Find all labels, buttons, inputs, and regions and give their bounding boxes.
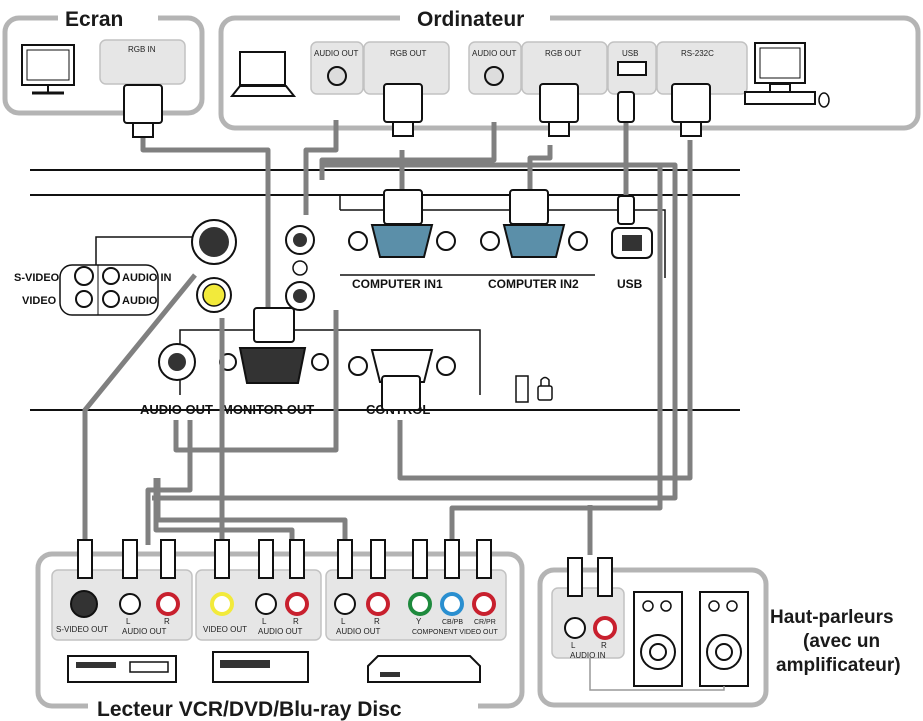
speaker-left-icon <box>633 591 683 687</box>
bluray-audio-out-label: AUDIO OUT <box>336 627 381 636</box>
monitor-out-label: MONITOR OUT <box>222 402 314 417</box>
dvd-icon <box>212 651 309 683</box>
audio-in-top-label: AUDIO IN <box>122 272 172 284</box>
computer-in1-label: COMPUTER IN1 <box>352 277 443 291</box>
speaker-right-icon <box>699 591 749 687</box>
vga-plug-desktop <box>539 83 579 137</box>
control-port <box>348 349 456 383</box>
kensington-lock-icon <box>515 375 553 403</box>
speakers-title-2: (avec un <box>803 631 880 652</box>
audio-out-label: AUDIO OUT <box>140 402 213 417</box>
bluray-cr-label: CR/PR <box>474 619 496 626</box>
rca-plugs <box>77 539 613 597</box>
desktop-rgb-out-label: RGB OUT <box>545 49 582 58</box>
bluray-cb-label: CB/PB <box>442 619 463 626</box>
speakers-title-1: Haut-parleurs <box>770 607 894 628</box>
bluray-y-label: Y <box>416 617 422 626</box>
laptop-audio-out-label: AUDIO OUT <box>314 49 359 58</box>
lecteur-title: Lecteur VCR/DVD/Blu-ray Disc <box>97 698 402 721</box>
speakers-r-label: R <box>601 641 607 650</box>
vcr-svideo-out-port <box>70 590 98 618</box>
svideo-label: S-VIDEO <box>14 272 60 284</box>
vga-plug-monitor-out <box>253 307 295 343</box>
rs232c-plug-control <box>381 375 421 411</box>
dvd-audio-out-label: AUDIO OUT <box>258 627 303 636</box>
desktop-pc-icon <box>744 42 830 108</box>
computer-in1-port <box>348 224 456 258</box>
bluray-component-label: COMPONENT VIDEO OUT <box>412 629 499 636</box>
rs232c-plug <box>671 83 711 137</box>
vga-plug-ecran <box>123 84 163 138</box>
cables <box>82 120 693 555</box>
desktop-audio-out-label: AUDIO OUT <box>472 49 517 58</box>
vcr-audio-out-label: AUDIO OUT <box>122 627 167 636</box>
video-label: VIDEO <box>22 295 57 307</box>
speakers-audio-in-label: AUDIO IN <box>570 651 606 660</box>
speakers-l-label: L <box>571 641 576 650</box>
bluray-icon <box>367 655 481 683</box>
usb-plug <box>617 91 635 123</box>
vcr-icon <box>67 655 177 683</box>
ecran-title: Ecran <box>65 8 123 31</box>
dvd-r-label: R <box>293 617 299 626</box>
ecran-rgb-in-label: RGB IN <box>128 45 156 54</box>
desktop-usb-label: USB <box>622 49 638 58</box>
speakers-title-3: amplificateur) <box>776 655 901 676</box>
laptop-icon <box>229 51 297 97</box>
vga-plug-laptop <box>383 83 423 137</box>
computer-in2-port <box>480 224 588 258</box>
vga-plug-computer-in2 <box>509 189 549 225</box>
dvd-l-label: L <box>262 617 267 626</box>
vga-plug-computer-in1 <box>383 189 423 225</box>
computer-in2-label: COMPUTER IN2 <box>488 277 579 291</box>
laptop-rgb-out-label: RGB OUT <box>390 49 427 58</box>
ordinateur-title: Ordinateur <box>417 8 524 31</box>
vcr-r-label: R <box>164 617 170 626</box>
projector-usb-label: USB <box>617 277 643 291</box>
vcr-svideo-out-label: S-VIDEO OUT <box>56 625 108 634</box>
bluray-l-label: L <box>341 617 346 626</box>
audio-in-bottom-label: AUDIO <box>122 295 158 307</box>
monitor-icon <box>21 44 75 95</box>
bluray-r-label: R <box>374 617 380 626</box>
dvd-video-out-label: VIDEO OUT <box>203 625 247 634</box>
desktop-rs232c-label: RS-232C <box>681 49 714 58</box>
usb-plug-projector <box>617 195 635 225</box>
vcr-l-label: L <box>126 617 131 626</box>
